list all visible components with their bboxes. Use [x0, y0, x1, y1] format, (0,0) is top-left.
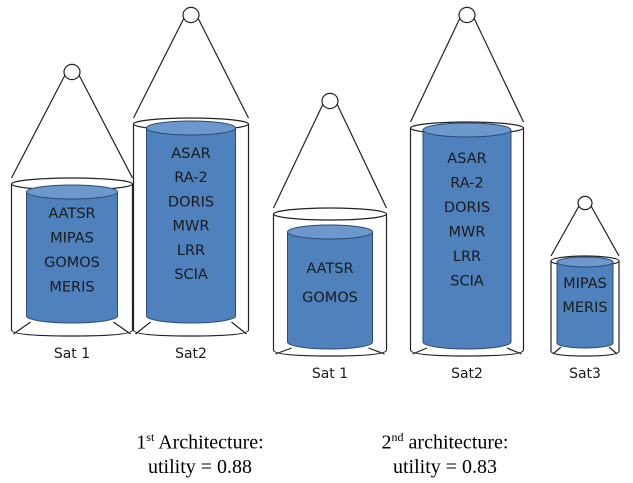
satellite-2-1: AATSR GOMOS Sat 1 — [272, 92, 388, 382]
payload-cylinder — [556, 261, 614, 349]
frame-body — [550, 261, 620, 357]
instrument-label: MERIS — [49, 280, 94, 296]
frame-body — [132, 124, 250, 337]
instrument-label: ASAR — [447, 151, 486, 167]
frame-body — [409, 128, 525, 357]
apex-ring — [182, 6, 200, 24]
instrument-label: DORIS — [444, 200, 490, 216]
instrument-label: MERIS — [562, 300, 607, 316]
nozzle-lines — [13, 321, 131, 335]
architecture-2-caption: 2nd architecture: utility = 0.83 — [355, 425, 535, 479]
payload-cylinder-top — [26, 184, 118, 200]
cone-right-line — [473, 17, 525, 123]
payload-cylinder — [26, 191, 118, 324]
instrument-label: RA-2 — [450, 176, 484, 192]
cone-right-line — [336, 103, 388, 209]
instrument-label: SCIA — [450, 274, 484, 290]
instrument-label: RA-2 — [174, 170, 208, 186]
nozzle-lines — [135, 321, 247, 335]
satellite-label: Sat 1 — [54, 346, 90, 362]
instrument-label: GOMOS — [44, 255, 100, 271]
instrument-label: MIPAS — [563, 276, 607, 292]
satellite-label: Sat3 — [569, 366, 601, 382]
instrument-label: GOMOS — [302, 290, 358, 306]
nozzle-lines — [412, 347, 522, 355]
cone-left-line — [132, 17, 185, 119]
instrument-label: AATSR — [48, 206, 95, 222]
apex-ring — [458, 6, 476, 24]
cone-right-line — [590, 205, 620, 257]
frame-body — [10, 184, 134, 337]
cone-left-line — [550, 205, 580, 257]
payload-cylinder — [146, 127, 236, 324]
nozzle-lines — [552, 346, 618, 355]
cone-left-line — [409, 17, 461, 123]
instrument-label: MIPAS — [50, 231, 94, 247]
satellite-1-1: AATSR MIPAS GOMOS MERIS Sat 1 — [10, 63, 134, 362]
instrument-label: LRR — [177, 243, 205, 259]
instrument-label: LRR — [453, 249, 481, 265]
satellite-label: Sat2 — [175, 346, 207, 362]
architecture-1-title: 1st Architecture: — [136, 430, 264, 454]
payload-cylinder — [422, 129, 512, 350]
nozzle-lines — [275, 347, 385, 355]
satellite-label: Sat 1 — [312, 366, 348, 382]
instrument-label: SCIA — [174, 267, 208, 283]
cone-left-line — [272, 103, 324, 209]
payload-cylinder-top — [422, 122, 512, 138]
payload-cylinder — [287, 231, 373, 350]
apex-ring — [577, 195, 593, 211]
payload-cylinder-top — [556, 256, 614, 268]
instrument-label: DORIS — [168, 194, 214, 210]
instrument-label: AATSR — [306, 261, 353, 277]
instrument-label: MWR — [173, 219, 210, 235]
payload-cylinder-top — [287, 224, 373, 240]
satellite-2-3: MIPAS MERIS Sat3 — [550, 195, 620, 382]
frame-top-rim — [272, 207, 388, 221]
apex-ring — [63, 63, 81, 81]
architecture-1-caption: 1st Architecture: utility = 0.88 — [110, 425, 290, 479]
payload-cylinder-top — [146, 120, 236, 136]
satellite-label: Sat2 — [451, 366, 483, 382]
cone-right-line — [78, 74, 134, 179]
architecture-2-title: 2nd architecture: — [381, 430, 509, 454]
architecture-1-utility: utility = 0.88 — [147, 455, 253, 478]
instrument-label: MWR — [449, 225, 486, 241]
cone-right-line — [197, 17, 250, 119]
apex-ring — [321, 92, 339, 110]
frame-body — [272, 214, 388, 357]
cone-left-line — [10, 74, 66, 179]
instrument-label: ASAR — [171, 146, 210, 162]
architecture-2-utility: utility = 0.83 — [392, 455, 498, 478]
